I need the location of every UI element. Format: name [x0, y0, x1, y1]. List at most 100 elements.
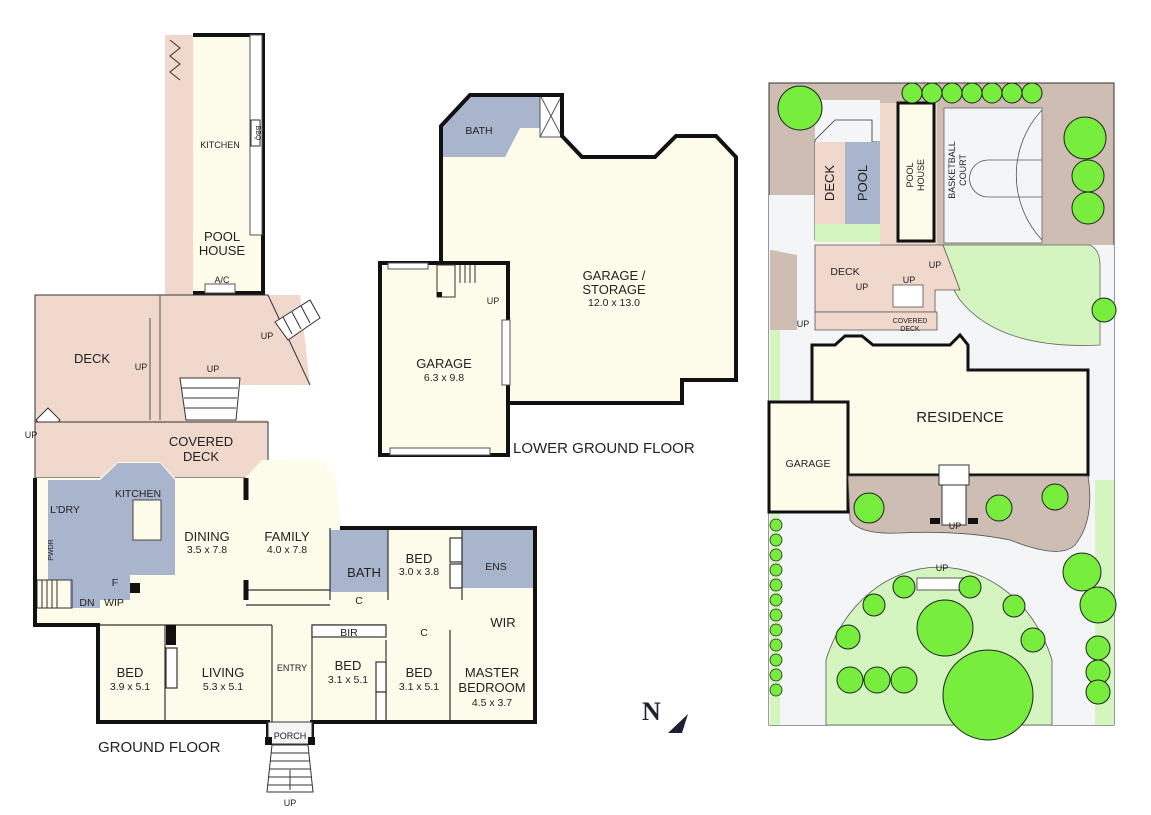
- dining-label: DINING: [184, 529, 230, 544]
- bed-4-label: BED: [406, 665, 433, 680]
- master-bedroom-dim: 4.5 x 3.7: [472, 697, 512, 709]
- living-label: LIVING: [202, 665, 245, 680]
- site-pool-house-label-2: HOUSE: [916, 159, 926, 191]
- up-label: UP: [25, 430, 38, 440]
- dining-dim: 3.5 x 7.8: [187, 544, 227, 556]
- north-arrow-icon: [668, 714, 688, 733]
- up-label: UP: [797, 319, 810, 329]
- bath-area: [330, 530, 388, 592]
- ensuite-area: [462, 530, 534, 588]
- bed-1-dim: 3.9 x 5.1: [110, 681, 150, 693]
- bed-2-dim: 3.0 x 3.8: [399, 566, 439, 578]
- tree-icon: [853, 492, 885, 524]
- bed-2-label: BED: [406, 551, 433, 566]
- lower-ground-floor-title: LOWER GROUND FLOOR: [513, 440, 695, 457]
- laundry-label: L'DRY: [50, 504, 80, 516]
- up-label: UP: [949, 521, 962, 531]
- site-covered-deck-label-2: DECK: [900, 326, 920, 333]
- tree-icon: [777, 85, 823, 131]
- ens-label: ENS: [485, 561, 507, 573]
- kitchen-island: [132, 499, 162, 541]
- up-label: UP: [284, 798, 297, 808]
- garage-room: [380, 263, 508, 455]
- site-garage: [767, 400, 850, 514]
- north-label: N: [642, 697, 661, 726]
- wip-area: [70, 590, 100, 608]
- basketball-court-label-2: COURT: [958, 154, 968, 186]
- up-label: UP: [929, 260, 942, 270]
- ac-label: A/C: [214, 275, 230, 285]
- lower-ground-floor-plan: BATH GARAGE / STORAGE 12.0 x 13.0 UP GAR…: [378, 93, 738, 457]
- up-label: UP: [903, 275, 916, 285]
- powder-label: PWDR: [48, 539, 55, 560]
- up-label: UP: [936, 563, 949, 573]
- site-deck-2-label: DECK: [830, 266, 859, 278]
- site-covered-deck-label-1: COVERED: [893, 318, 928, 325]
- tree-icons: [777, 82, 1117, 741]
- porch: [267, 721, 313, 745]
- c-label: C: [355, 595, 363, 607]
- site-garage-label: GARAGE: [786, 458, 831, 470]
- deck-stairs: [35, 299, 321, 433]
- site-pool-label: POOL: [855, 165, 870, 201]
- up-label: UP: [487, 296, 500, 306]
- f-label: F: [112, 577, 118, 589]
- ground-floor-plan: KITCHEN BBQ POOL HOUSE A/C DECK UP UP UP…: [25, 33, 537, 808]
- dn-label: DN: [79, 597, 94, 609]
- up-label: UP: [856, 282, 869, 292]
- kitchen-laundry-area: [48, 463, 175, 600]
- covered-deck-label-1: COVERED: [169, 434, 233, 449]
- garage-label: GARAGE: [416, 356, 472, 371]
- lower-bath-room: [441, 95, 540, 157]
- master-bedroom-label-1: MASTER: [465, 665, 519, 680]
- kitchen-label: KITCHEN: [115, 488, 161, 500]
- porch-label: PORCH: [274, 731, 307, 741]
- living-dim: 5.3 x 5.1: [203, 681, 243, 693]
- pool-house-label-1: POOL: [204, 229, 240, 244]
- north-compass: N: [642, 697, 688, 733]
- bed-3-label: BED: [335, 658, 362, 673]
- garage-storage-label-2: STORAGE: [582, 282, 646, 297]
- basketball-court-label-1: BASKETBALL: [947, 141, 957, 199]
- tree-icon: [942, 649, 1034, 741]
- deck-label: DECK: [74, 351, 110, 366]
- site-plan: DECK POOL POOL HOUSE BASKETBALL COURT DE…: [767, 82, 1117, 741]
- tree-icon: [1063, 116, 1107, 160]
- lower-bath-label: BATH: [465, 125, 492, 137]
- family-label: FAMILY: [264, 529, 310, 544]
- tree-icon: [916, 599, 974, 657]
- pool-house-label-2: HOUSE: [199, 243, 246, 258]
- garage-storage-dim: 12.0 x 13.0: [588, 297, 640, 309]
- site-pool: [845, 142, 880, 224]
- ground-floor-title: GROUND FLOOR: [98, 739, 221, 756]
- entry-label: ENTRY: [277, 663, 307, 673]
- tree-icon: [901, 82, 923, 104]
- master-bedroom-label-2: BEDROOM: [458, 680, 525, 695]
- basketball-court: [943, 107, 1043, 244]
- up-label: UP: [135, 362, 148, 372]
- bbq-label: BBQ: [254, 126, 261, 141]
- covered-deck-label-2: DECK: [183, 449, 219, 464]
- residence-label: RESIDENCE: [916, 409, 1004, 426]
- site-deck-label: DECK: [822, 165, 837, 201]
- garage-dim: 6.3 x 9.8: [424, 372, 464, 384]
- site-pool-house: [896, 101, 936, 243]
- family-dim: 4.0 x 7.8: [267, 544, 307, 556]
- porch-stairs: [266, 744, 314, 793]
- wir-label: WIR: [490, 615, 515, 630]
- tree-icon: [1091, 297, 1117, 323]
- c-label: C: [420, 627, 428, 639]
- pool-house-side-deck: [165, 35, 195, 295]
- garage-storage-label-1: GARAGE /: [583, 268, 646, 283]
- wip-label: WIP: [104, 597, 124, 609]
- bath-label: BATH: [347, 565, 381, 580]
- pool-house-kitchen-label: KITCHEN: [200, 140, 240, 150]
- bed-4-dim: 3.1 x 5.1: [399, 681, 439, 693]
- bed-1-label: BED: [117, 665, 144, 680]
- garage-storage-room: [441, 95, 736, 403]
- up-label: UP: [261, 331, 274, 341]
- site-deck: [815, 142, 845, 224]
- up-label: UP: [207, 364, 220, 374]
- site-pool-house-label-1: POOL: [905, 162, 915, 187]
